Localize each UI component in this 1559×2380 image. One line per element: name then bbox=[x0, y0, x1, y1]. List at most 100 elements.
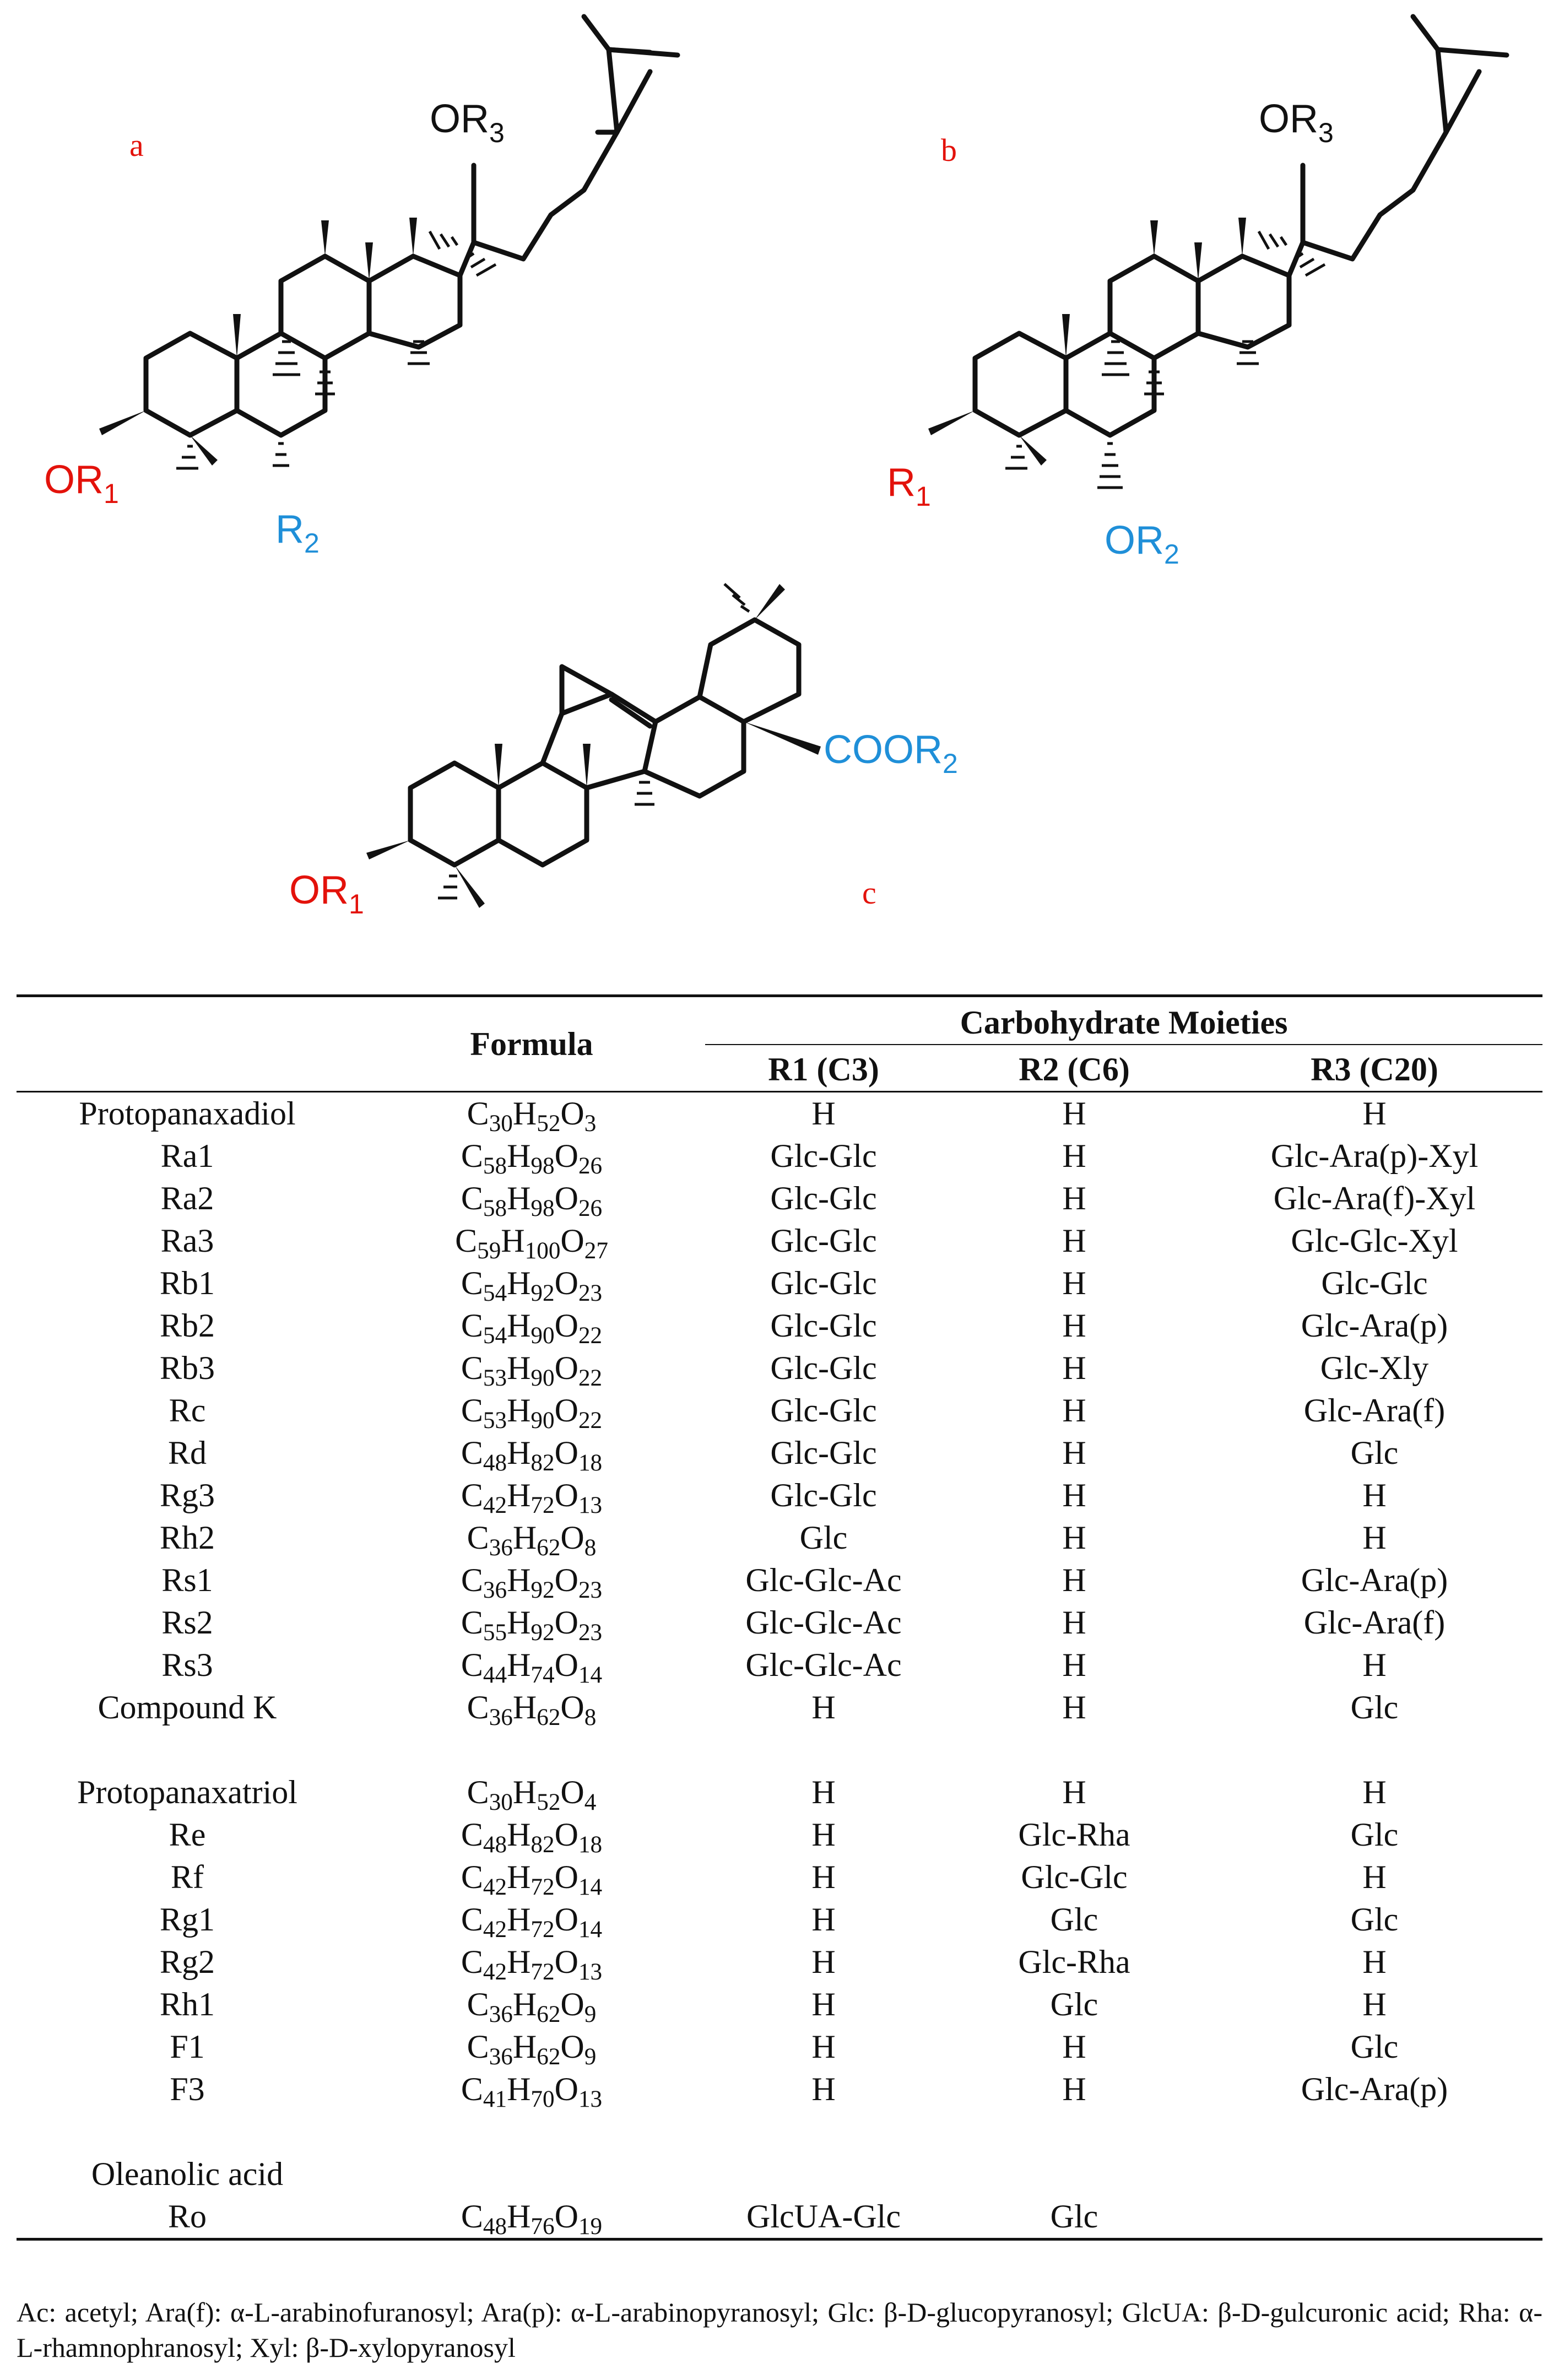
r2-cell: H bbox=[1062, 1138, 1086, 1174]
r3-cell: Glc-Xly bbox=[1320, 1350, 1429, 1386]
formula-element: C bbox=[461, 1477, 483, 1513]
formula-count: 62 bbox=[537, 1535, 561, 1561]
formula-cell: C59H100O27 bbox=[358, 1220, 705, 1264]
r3-cell: Glc bbox=[1350, 2029, 1399, 2065]
r3-cell: Glc bbox=[1350, 1435, 1399, 1471]
formula-element: C bbox=[467, 1986, 489, 2022]
table-row: Oleanolic acid bbox=[17, 2153, 1542, 2195]
r3-cell bbox=[1206, 2153, 1542, 2195]
formula-count: 44 bbox=[483, 1662, 507, 1689]
compound-name-cell: Protopanaxadiol bbox=[79, 1095, 296, 1132]
formula-count: 72 bbox=[531, 1917, 555, 1943]
r1-cell: Glc-Glc bbox=[770, 1265, 877, 1301]
formula-cell: C36H92O23 bbox=[358, 1559, 705, 1602]
r2-cell: H bbox=[1062, 1647, 1086, 1683]
r1-cell bbox=[705, 2153, 942, 2195]
formula-element: H bbox=[507, 1816, 531, 1853]
r2-cell bbox=[942, 2153, 1206, 2195]
formula-cell: C42H72O13 bbox=[358, 1474, 705, 1517]
r3-cell: Glc bbox=[1350, 1901, 1399, 1938]
formula-count: 36 bbox=[489, 1535, 513, 1561]
r1-cell: GlcUA-Glc bbox=[746, 2198, 901, 2235]
formula-count: 54 bbox=[483, 1280, 507, 1307]
formula-count: 26 bbox=[578, 1196, 603, 1222]
structure-c-oleanane: OR1 COOR2 bbox=[289, 583, 958, 919]
formula-cell: C48H76O19 bbox=[358, 2195, 705, 2240]
formula-count: 13 bbox=[578, 1492, 603, 1519]
r3-cell: H bbox=[1362, 1519, 1387, 1556]
r1-cell: Glc-Glc bbox=[770, 1180, 877, 1216]
formula-cell: C36H62O9 bbox=[358, 2026, 705, 2070]
formula-element: O bbox=[560, 2029, 584, 2065]
r2-cell: H bbox=[1062, 2071, 1086, 2107]
formula-element: O bbox=[554, 1562, 578, 1598]
formula-count: 53 bbox=[483, 1365, 507, 1392]
formula-count: 8 bbox=[584, 1535, 597, 1561]
r3-cell: Glc-Ara(f)-Xyl bbox=[1273, 1180, 1476, 1216]
compound-name-cell: Rs3 bbox=[161, 1647, 213, 1683]
compound-name-cell: Protopanaxatriol bbox=[77, 1774, 297, 1810]
compound-name-cell: Rb1 bbox=[159, 1265, 215, 1301]
formula-count: 54 bbox=[483, 1323, 507, 1349]
formula-element: H bbox=[512, 1689, 537, 1726]
formula-element: C bbox=[467, 2029, 489, 2065]
formula-count: 58 bbox=[483, 1196, 507, 1222]
r1-cell: Glc-Glc bbox=[770, 1307, 877, 1344]
r2-cell: H bbox=[1062, 1774, 1086, 1810]
formula-count: 53 bbox=[483, 1408, 507, 1434]
formula-count: 9 bbox=[584, 2044, 597, 2070]
struct-c-coor2-label: COOR2 bbox=[824, 728, 958, 779]
formula-count: 100 bbox=[524, 1238, 561, 1264]
r3-cell: H bbox=[1362, 1647, 1387, 1683]
struct-a-or3-label: OR3 bbox=[430, 97, 505, 148]
formula-element: H bbox=[507, 1350, 531, 1386]
compound-name-cell: Rd bbox=[167, 1435, 207, 1471]
r3-cell: H bbox=[1362, 1986, 1387, 2022]
formula-element: O bbox=[554, 1944, 578, 1980]
formula-element: O bbox=[554, 1477, 578, 1513]
compound-name-cell: Rh2 bbox=[159, 1519, 215, 1556]
hashed-bonds-a bbox=[176, 230, 497, 470]
formula-count: 23 bbox=[578, 1620, 603, 1646]
formula-element: H bbox=[507, 1265, 531, 1301]
r1-cell: H bbox=[811, 1944, 836, 1980]
compound-name-cell: Rg3 bbox=[159, 1477, 215, 1513]
r3-cell: Glc-Glc-Xyl bbox=[1291, 1223, 1458, 1259]
formula-element: C bbox=[461, 2071, 483, 2107]
table-footnote: Ac: acetyl; Ara(f): α-L-arabinofuranosyl… bbox=[17, 2297, 1542, 2363]
r2-cell: Glc-Glc bbox=[1021, 1859, 1128, 1895]
formula-count: 48 bbox=[483, 1450, 507, 1476]
formula-count: 30 bbox=[489, 1789, 513, 1816]
struct-a-or1-label: OR1 bbox=[44, 458, 119, 509]
formula-element: H bbox=[507, 1647, 531, 1683]
formula-element: H bbox=[507, 2198, 531, 2235]
formula-cell: C42H72O14 bbox=[358, 1856, 705, 1899]
formula-cell: C44H74O14 bbox=[358, 1644, 705, 1689]
formula-count: 70 bbox=[531, 2086, 555, 2113]
formula-cell: C42H72O14 bbox=[358, 1898, 705, 1941]
formula-element: C bbox=[461, 1604, 483, 1641]
formula-element: C bbox=[467, 1774, 489, 1810]
formula-cell: C30H52O4 bbox=[358, 1771, 705, 1814]
formula-cell: C30H52O3 bbox=[358, 1092, 705, 1135]
formula-count: 92 bbox=[531, 1620, 555, 1646]
hashed-bonds-c bbox=[438, 583, 750, 900]
r1-cell: H bbox=[811, 1901, 836, 1938]
r2-cell: Glc bbox=[1050, 1986, 1098, 2022]
formula-element: C bbox=[461, 1180, 483, 1216]
formula-element: H bbox=[512, 1774, 537, 1810]
formula-count: 36 bbox=[489, 1705, 513, 1731]
compound-name-cell: Rg2 bbox=[159, 1944, 215, 1980]
formula-cell: C58H98O26 bbox=[358, 1135, 705, 1178]
r2-cell: H bbox=[1062, 1095, 1086, 1132]
formula-element: H bbox=[501, 1223, 525, 1259]
formula-count: 48 bbox=[483, 1832, 507, 1858]
r3-cell: H bbox=[1362, 1477, 1387, 1513]
formula-element: O bbox=[554, 1435, 578, 1471]
